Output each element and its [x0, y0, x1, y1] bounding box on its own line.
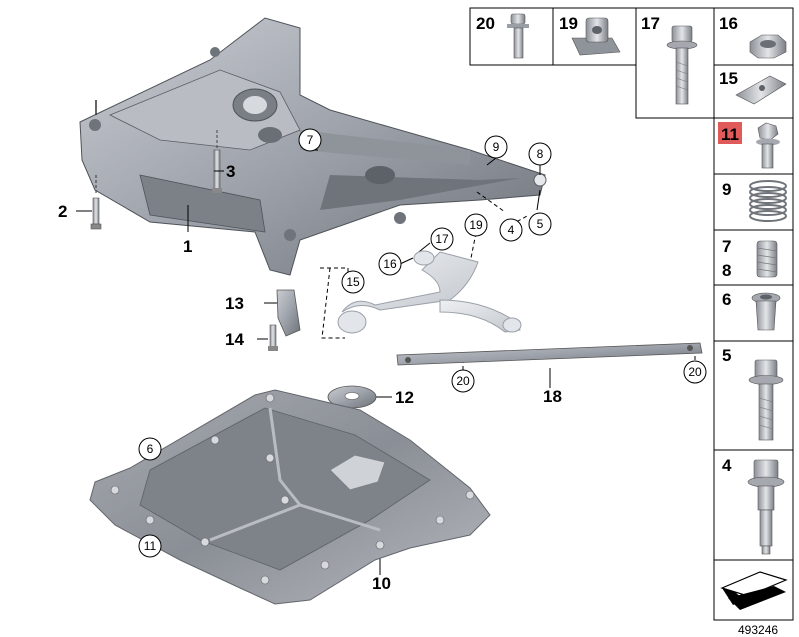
rivet-nut-6-icon [751, 292, 781, 331]
circled-20-b: 20 [688, 365, 702, 379]
circled-6: 6 [147, 442, 154, 456]
cell-label-16: 16 [719, 14, 738, 33]
disc-12 [327, 385, 377, 409]
cell-label-11: 11 [721, 125, 739, 144]
clip-15-icon [735, 75, 787, 105]
parts-table-labels: 20 19 17 16 15 11 9 7 8 6 5 4 [476, 14, 739, 475]
callout-labels: 1 2 3 13 14 12 18 10 [58, 162, 562, 593]
underbody-shield [89, 389, 491, 605]
bolt-3 [212, 130, 222, 193]
circled-7: 7 [307, 133, 314, 147]
bolt-2 [90, 197, 102, 230]
cell-label-9: 9 [722, 180, 731, 199]
cell-label-7: 7 [722, 237, 731, 256]
callout-10: 10 [372, 574, 391, 593]
cell-label-4: 4 [722, 456, 732, 475]
direction-arrow-icon [720, 571, 788, 610]
cell-label-19: 19 [559, 14, 578, 33]
nut-16-icon [749, 34, 787, 59]
callout-2: 2 [58, 202, 67, 221]
circled-9: 9 [493, 140, 500, 154]
threaded-sleeve-7-icon [756, 240, 778, 278]
bolt-20-icon [507, 13, 529, 59]
callout-14: 14 [225, 330, 244, 349]
circled-11: 11 [144, 539, 157, 553]
cell-label-6: 6 [722, 290, 731, 309]
control-arm [337, 250, 522, 334]
circled-callout-text: 7 9 8 4 5 19 17 16 15 20 20 6 11 [144, 133, 702, 553]
cell-label-17: 17 [641, 14, 660, 33]
highlight-11 [718, 122, 742, 144]
flange-bolt-4-icon [747, 459, 785, 555]
bolt-11-icon [756, 122, 780, 169]
flange-bolt-5-icon [748, 359, 784, 441]
circled-5: 5 [537, 217, 544, 231]
circled-8: 8 [537, 147, 544, 161]
callout-13: 13 [225, 294, 244, 313]
thread-insert-9-icon [749, 180, 787, 222]
circled-17: 17 [435, 232, 449, 246]
circled-callouts [138, 128, 707, 558]
cell-label-15: 15 [719, 69, 738, 88]
callout-1: 1 [183, 237, 192, 256]
circled-19: 19 [469, 218, 483, 232]
circled-20-a: 20 [456, 374, 470, 388]
circled-16: 16 [383, 257, 397, 271]
callout-3: 3 [226, 162, 235, 181]
clip-nut-19-icon [571, 17, 621, 56]
circled-4: 4 [508, 223, 515, 237]
parts-table [469, 7, 794, 621]
cell-label-20: 20 [476, 14, 495, 33]
document-id: 493246 [738, 623, 778, 637]
callout-18: 18 [543, 387, 562, 406]
cell-label-8: 8 [722, 261, 731, 280]
cell-label-5: 5 [722, 346, 731, 365]
bracket-13 [268, 289, 301, 351]
circled-15: 15 [346, 275, 360, 289]
strut-brace-18 [396, 342, 703, 366]
flange-bolt-17-icon [666, 25, 698, 105]
callout-12: 12 [395, 388, 414, 407]
